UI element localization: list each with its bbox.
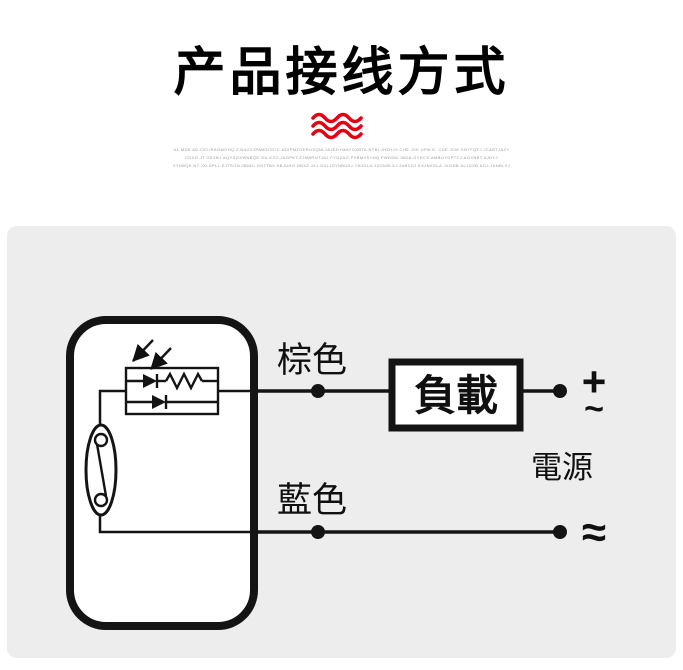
led-diode-icon bbox=[143, 374, 157, 388]
blue-wire-label: 藍色 bbox=[277, 481, 347, 520]
reed-switch-icon bbox=[84, 423, 118, 517]
page-title: 产品接线方式 bbox=[173, 44, 510, 102]
junction-dots bbox=[311, 384, 567, 539]
brown-wire-label: 棕色 bbox=[277, 341, 347, 380]
red-squiggle-decoration bbox=[0, 110, 683, 147]
fine-print-line: CDXG.JT GEXBJ.AQYSGXWNBQE.JIA.KZG.JAGPKT… bbox=[185, 155, 498, 160]
power-label: 電源 bbox=[531, 450, 593, 485]
wiring-diagram: 負載 棕色 藍色 電源 + ~ ≈ bbox=[66, 316, 607, 630]
fine-print-line: XYNBQK.NT.JXLDPLL.EJTSGN.JBNDI.GNTTBX.KB… bbox=[172, 163, 511, 168]
diode-icon bbox=[152, 395, 166, 409]
terminal-minus-ac-symbol: ≈ bbox=[582, 508, 606, 557]
load-label: 負載 bbox=[414, 372, 498, 419]
resistor-icon bbox=[164, 371, 204, 391]
terminal-plus-symbol: + bbox=[582, 358, 607, 405]
load-box bbox=[388, 358, 524, 432]
component-box bbox=[124, 366, 220, 416]
fine-print-line: UL.MDE AD.CELIRAGMGHQ Z.BAGXJPABGCRJC.AD… bbox=[173, 147, 510, 152]
squiggle-icon bbox=[310, 112, 363, 140]
indicator-circuit bbox=[124, 339, 220, 416]
sensor-body-outline bbox=[66, 316, 258, 630]
fine-print: UL.MDE AD.CELIRAGMGHQ Z.BAGXJPABGCRJC.AD… bbox=[0, 146, 683, 170]
terminal-ac-symbol: ~ bbox=[584, 390, 604, 428]
led-light-arrows-icon bbox=[132, 339, 172, 370]
